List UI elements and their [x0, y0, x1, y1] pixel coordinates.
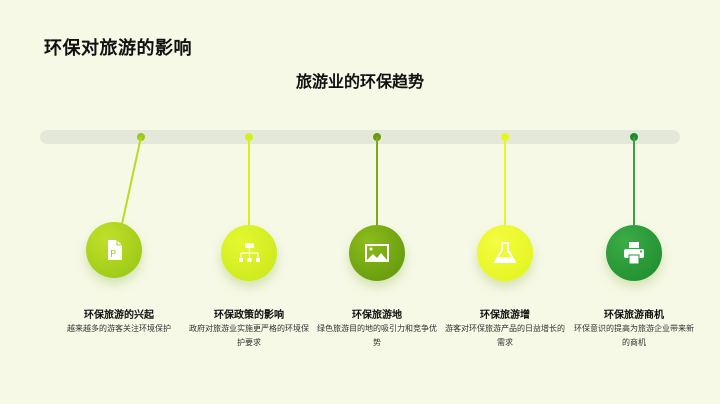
timeline-item-title: 环保旅游商机 — [604, 310, 664, 321]
page-title: 环保对旅游的影响 — [44, 38, 192, 59]
timeline-icon-circle[interactable] — [221, 225, 277, 281]
timeline-item-title: 环保旅游增 — [480, 310, 530, 321]
printer-icon — [624, 242, 644, 265]
timeline-icon-circle[interactable]: P — [86, 222, 142, 278]
timeline-item-title: 环保旅游的兴起 — [84, 310, 154, 321]
connector-line — [504, 137, 506, 225]
sitemap-icon — [239, 243, 260, 262]
connector-line — [376, 137, 378, 225]
timeline-icon-circle[interactable] — [606, 225, 662, 281]
connector-line — [248, 137, 250, 225]
svg-text:P: P — [110, 249, 116, 260]
timeline-item-desc: 游客对环保旅游产品的日益增长的需求 — [445, 324, 565, 347]
timeline-dot — [137, 133, 145, 141]
timeline-item-title: 环保旅游地 — [352, 310, 402, 321]
timeline-icon-circle[interactable] — [349, 225, 405, 281]
timeline-item-desc: 越来越多的游客关注环境保护 — [67, 324, 171, 333]
document-p-icon: P — [108, 240, 122, 260]
timeline-item-desc: 绿色旅游目的地的吸引力和竞争优势 — [317, 324, 437, 347]
image-icon — [365, 244, 389, 262]
timeline-item-desc: 环保意识的提高为旅游企业带来新的商机 — [574, 324, 694, 347]
connector-line — [633, 137, 635, 225]
timeline-track — [40, 130, 680, 144]
flask-icon — [493, 242, 517, 263]
timeline-item-desc: 政府对旅游业实施更严格的环境保护要求 — [189, 324, 309, 347]
timeline-icon-circle[interactable] — [477, 225, 533, 281]
section-subtitle: 旅游业的环保趋势 — [295, 72, 424, 91]
timeline-item-title: 环保政策的影响 — [214, 310, 284, 321]
